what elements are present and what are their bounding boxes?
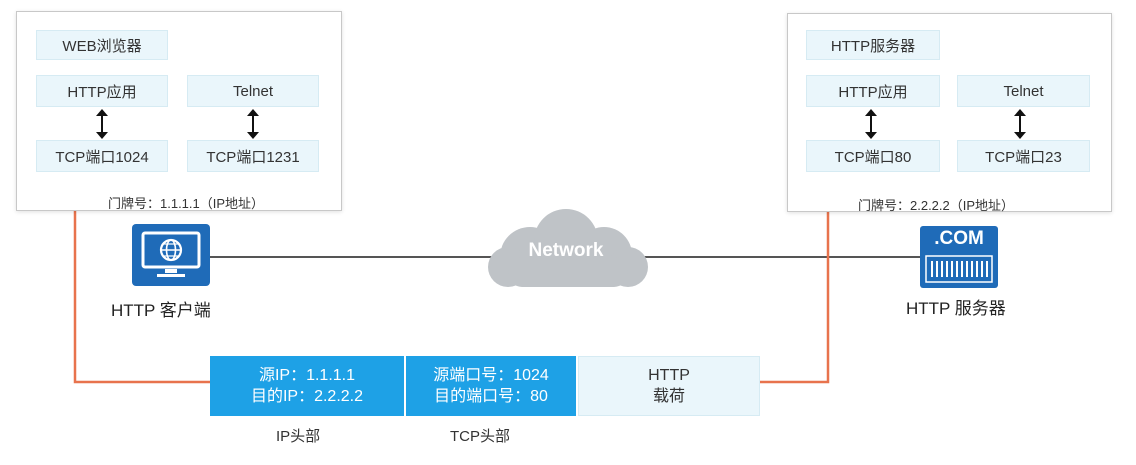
network-label: Network: [528, 240, 604, 261]
ip-header-block: 源IP：1.1.1.1 目的IP：2.2.2.2: [210, 356, 404, 416]
server-tcp-port-80-box: TCP端口80: [806, 140, 940, 172]
double-arrow-icon: [1014, 109, 1026, 139]
server-door-label: 门牌号：2.2.2.2（IP地址）: [858, 198, 1015, 213]
client-tcp-port-1231-box: TCP端口1231: [187, 140, 319, 172]
client-flow-line: [73, 183, 210, 384]
client-door-label: 门牌号：1.1.1.1（IP地址）: [108, 196, 265, 211]
tcp-header-line2: 目的端口号：80: [434, 388, 548, 405]
tcp-header-block: 源端口号：1024 目的端口号：80: [406, 356, 576, 416]
http-payload-block: HTTP 载荷: [578, 356, 760, 416]
client-http-app-box: HTTP应用: [36, 75, 168, 107]
server-device-caption: HTTP 服务器: [906, 299, 1006, 318]
client-telnet-box: Telnet: [187, 75, 319, 107]
ip-header-line1: 源IP：1.1.1.1: [258, 367, 356, 384]
double-arrow-icon: [96, 109, 108, 139]
double-arrow-icon: [247, 109, 259, 139]
monitor-icon: [132, 224, 210, 286]
ip-header-line2: 目的IP：2.2.2.2: [250, 388, 364, 405]
tcp-header-label: TCP头部: [450, 428, 511, 445]
payload-line1: HTTP: [648, 367, 690, 384]
double-arrow-icon: [865, 109, 877, 139]
client-device-caption: HTTP 客户端: [111, 301, 211, 320]
server-telnet-box: Telnet: [957, 75, 1090, 107]
server-badge-label: .COM: [934, 228, 984, 249]
web-browser-box: WEB浏览器: [36, 30, 168, 60]
http-server-box: HTTP服务器: [806, 30, 940, 60]
server-tcp-port-23-box: TCP端口23: [957, 140, 1090, 172]
payload-line2: 载荷: [652, 388, 685, 405]
tcp-header-line1: 源端口号：1024: [433, 367, 549, 384]
server-flow-line: [760, 179, 841, 384]
cloud-icon: [488, 209, 648, 287]
client-tcp-port-1024-box: TCP端口1024: [36, 140, 168, 172]
ip-header-label: IP头部: [276, 428, 321, 445]
server-http-app-box: HTTP应用: [806, 75, 940, 107]
server-icon: [920, 226, 998, 288]
